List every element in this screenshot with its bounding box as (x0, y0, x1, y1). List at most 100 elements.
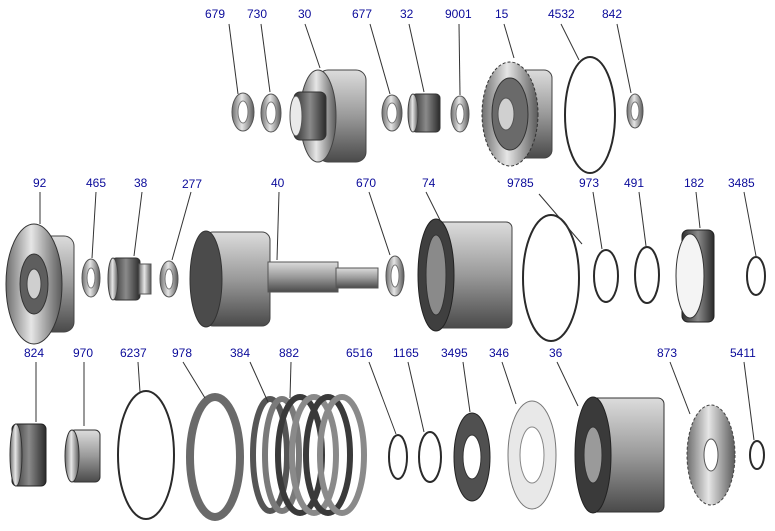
label-9001: 9001 (445, 7, 472, 21)
part-38-gear (107, 257, 152, 301)
leader-3485 (743, 191, 757, 257)
leader-38 (133, 191, 143, 257)
part-labels: 679 730 30 677 32 9001 15 4532 842 92 46… (24, 7, 756, 360)
label-38: 38 (134, 176, 148, 190)
part-3485-snap-ring (746, 256, 766, 296)
leader-491 (638, 191, 647, 247)
part-384-friction-plates (250, 396, 302, 514)
part-277-washer (159, 260, 179, 298)
label-824: 824 (24, 346, 44, 360)
leader-1165 (407, 361, 425, 433)
label-32: 32 (400, 7, 414, 21)
part-74-ring-gear-drum (417, 218, 513, 332)
leader-36 (556, 361, 579, 407)
leader-30 (304, 23, 321, 69)
label-3485: 3485 (728, 176, 755, 190)
leader-15 (503, 23, 515, 59)
label-677: 677 (352, 7, 372, 21)
part-30-sun-gear-drum (289, 69, 367, 163)
leader-6237 (137, 361, 141, 393)
leader-384 (249, 361, 269, 403)
part-36-clutch-housing (574, 396, 665, 514)
label-346: 346 (489, 346, 509, 360)
part-679-thrust-washer (231, 92, 255, 132)
leader-9785 (538, 193, 583, 245)
part-491-snap-ring (634, 246, 660, 304)
label-182: 182 (684, 176, 704, 190)
label-9785: 9785 (507, 176, 534, 190)
label-30: 30 (298, 7, 312, 21)
leader-3495 (462, 361, 471, 413)
label-730: 730 (247, 7, 267, 21)
part-9001-washer (450, 95, 470, 133)
label-277: 277 (182, 177, 202, 191)
leader-74 (425, 191, 441, 221)
part-973-snap-ring (593, 249, 619, 303)
part-6237-snap-ring (117, 390, 175, 520)
label-978: 978 (172, 346, 192, 360)
part-842-washer (626, 93, 644, 129)
part-9785-snap-ring (522, 214, 580, 342)
leader-873 (669, 361, 691, 415)
part-182-sprag-gear (675, 229, 715, 323)
leader-182 (695, 191, 701, 229)
part-970-race (64, 429, 101, 483)
label-40: 40 (271, 176, 285, 190)
part-882-clutch-pack (275, 394, 367, 516)
part-677-washer (381, 94, 403, 132)
part-92-carrier (5, 223, 75, 345)
part-5411-snap-ring (749, 440, 765, 470)
part-4532-snap-ring (564, 56, 616, 174)
label-5411: 5411 (730, 346, 756, 360)
label-679: 679 (205, 7, 225, 21)
label-842: 842 (602, 7, 622, 21)
label-4532: 4532 (548, 7, 575, 21)
label-1165: 1165 (393, 346, 419, 360)
label-970: 970 (73, 346, 93, 360)
part-32-gear (407, 93, 441, 133)
label-491: 491 (624, 176, 644, 190)
label-15: 15 (495, 7, 509, 21)
leader-842 (616, 23, 632, 94)
part-6516-snap-ring (388, 434, 408, 480)
label-873: 873 (657, 346, 677, 360)
part-978-steel-plate (186, 393, 244, 521)
part-15-planetary-carrier (481, 61, 553, 167)
part-1165-snap-ring (418, 431, 442, 483)
leader-679 (228, 23, 239, 95)
leader-978 (182, 361, 206, 399)
leader-lines (35, 23, 757, 441)
label-465: 465 (86, 176, 106, 190)
label-36: 36 (549, 346, 563, 360)
leader-973 (592, 191, 603, 250)
leader-9001 (458, 23, 461, 96)
leader-40 (276, 191, 280, 261)
part-40-output-shaft-drum (189, 230, 379, 328)
leader-6516 (368, 361, 397, 435)
label-6516: 6516 (346, 346, 373, 360)
label-882: 882 (279, 346, 299, 360)
part-670-washer (385, 255, 405, 297)
leader-277 (171, 191, 192, 261)
label-6237: 6237 (120, 346, 147, 360)
part-824-roller-clutch (9, 423, 47, 487)
leader-32 (408, 23, 425, 93)
leader-465 (91, 191, 97, 259)
leader-4532 (560, 23, 580, 61)
leader-882 (289, 361, 292, 399)
label-92: 92 (33, 176, 47, 190)
leader-730 (260, 23, 271, 93)
part-465-washer (81, 258, 101, 298)
label-670: 670 (356, 176, 376, 190)
label-74: 74 (422, 176, 436, 190)
label-3495: 3495 (441, 346, 468, 360)
part-730-thrust-washer (260, 93, 282, 133)
leader-346 (501, 361, 517, 405)
label-384: 384 (230, 346, 250, 360)
leader-5411 (743, 361, 755, 441)
leader-677 (369, 23, 391, 95)
leader-670 (368, 191, 391, 256)
part-346-piston (507, 400, 557, 510)
